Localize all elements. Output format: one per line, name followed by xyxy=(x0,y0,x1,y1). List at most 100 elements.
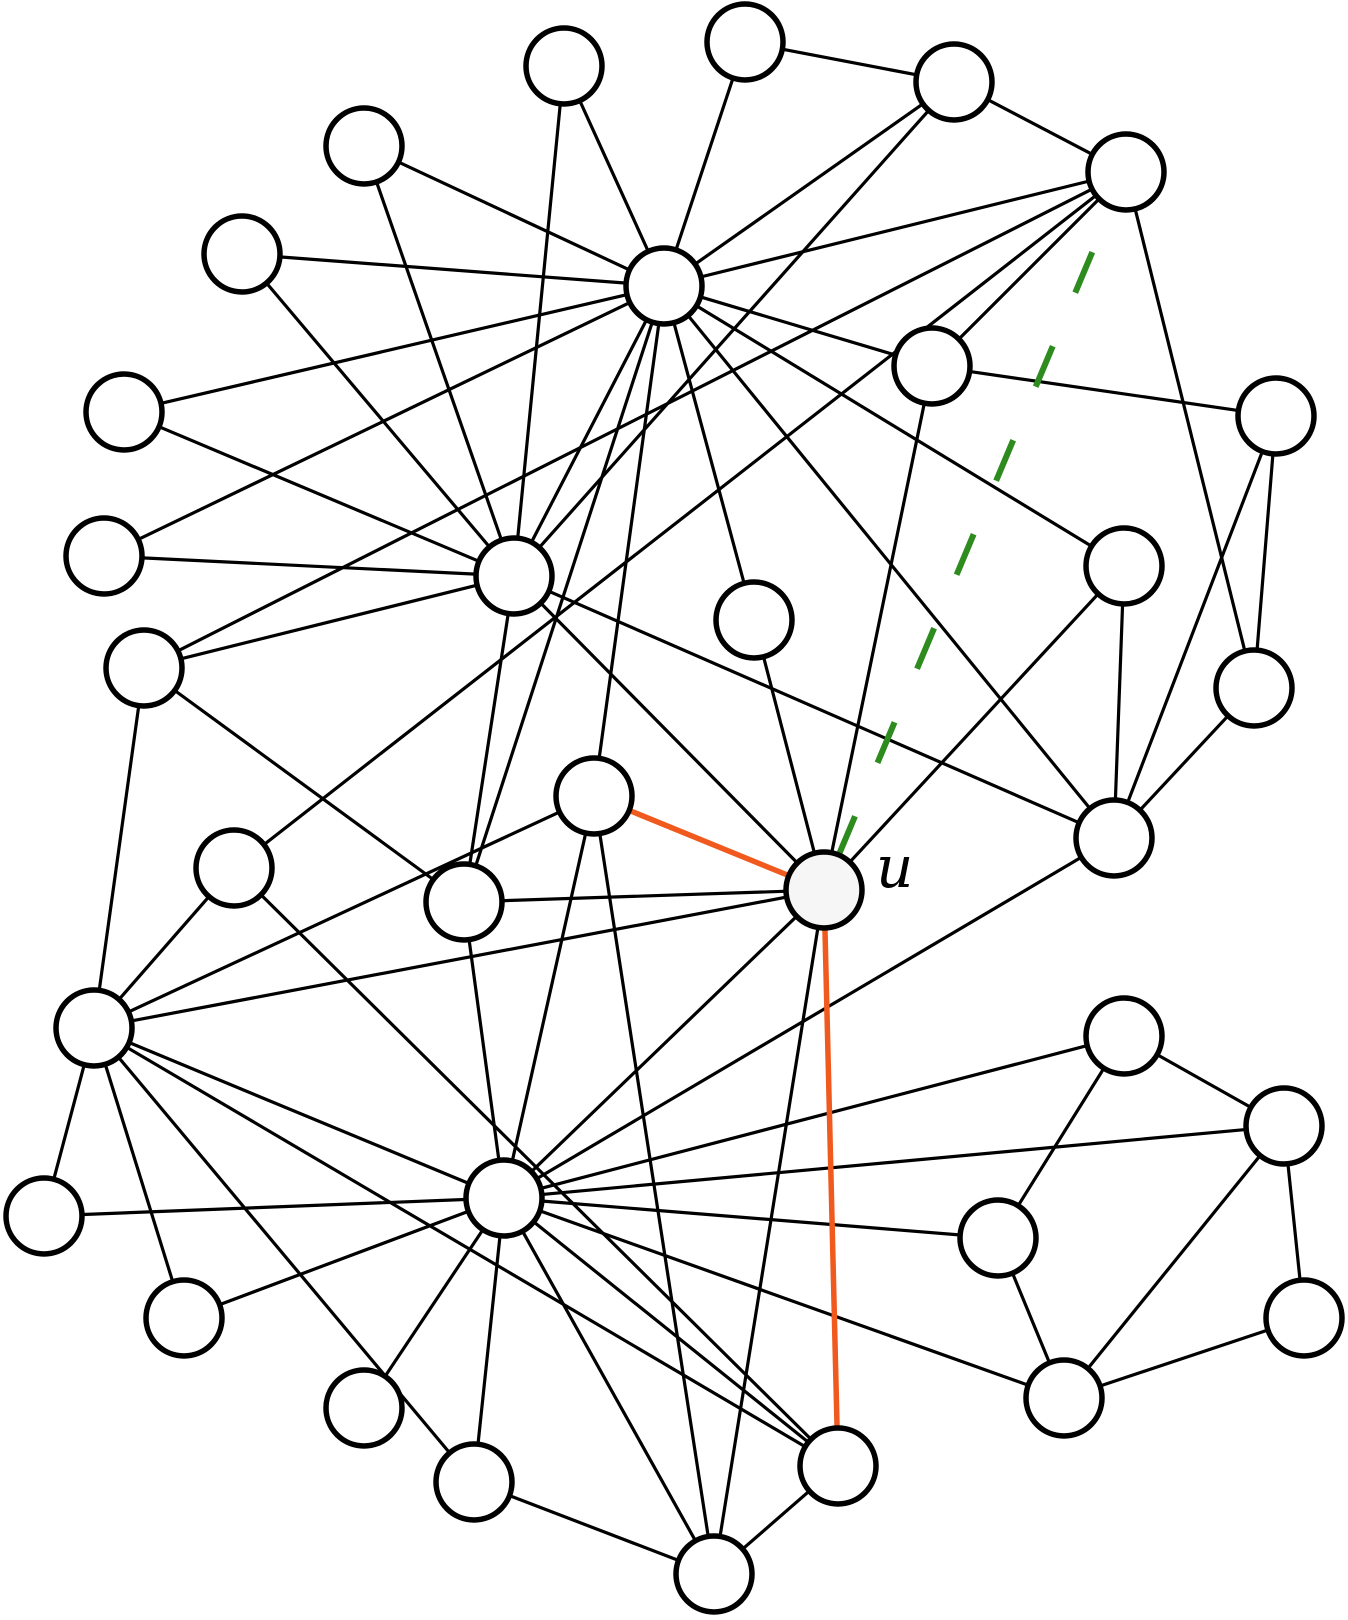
edge-X-AB xyxy=(1286,1161,1302,1283)
edge-T-H1 xyxy=(473,319,655,869)
edge-V-AA xyxy=(103,1061,175,1285)
node-label-u: u xyxy=(876,833,913,901)
edge-F-L xyxy=(264,280,492,550)
edge-C-E xyxy=(985,97,1095,157)
edge-H2-AD xyxy=(537,1208,1031,1388)
edge-U-H2 xyxy=(528,913,800,1175)
edge-L-U xyxy=(538,600,800,866)
edge-C-H1 xyxy=(692,101,926,267)
node-X xyxy=(1243,1085,1325,1167)
edge-M-U xyxy=(847,591,1101,865)
edge-B-H1 xyxy=(673,75,736,253)
node-Y xyxy=(3,1175,85,1257)
edge-L-T xyxy=(467,611,511,867)
edge-L-H1 xyxy=(529,317,649,545)
edge-D-H1 xyxy=(395,159,633,273)
node-C xyxy=(913,41,995,123)
edge-J-P2 xyxy=(1255,451,1275,653)
edge-Z-AD xyxy=(1010,1270,1052,1366)
edge-L-S xyxy=(546,588,1082,826)
nodes-layer xyxy=(3,1,1345,1615)
edge-V-R1 xyxy=(116,894,212,1002)
edge-S-H2 xyxy=(534,854,1084,1182)
node-AF xyxy=(797,1425,879,1507)
edge-K-L xyxy=(139,556,479,576)
node-AE xyxy=(433,1441,515,1523)
edge-E-H1 xyxy=(698,179,1092,279)
edge-H2-AC xyxy=(382,1227,486,1379)
node-P2 xyxy=(1213,647,1295,729)
edge-W-X xyxy=(1154,1052,1254,1110)
edge-E-G xyxy=(956,196,1102,342)
edge-I-L xyxy=(156,424,482,564)
node-Z xyxy=(957,1197,1039,1279)
node-AC xyxy=(323,1367,405,1449)
edge-H2-W xyxy=(538,1043,1090,1191)
edge-M-S xyxy=(1113,601,1125,803)
edge-AD-AB xyxy=(1097,1327,1271,1389)
edge-P2-S xyxy=(1137,713,1231,813)
node-H2 xyxy=(463,1157,545,1239)
node-H1 xyxy=(623,245,705,327)
dashed-edge xyxy=(835,204,1115,858)
edge-AF-AG xyxy=(740,1488,812,1552)
edge-F-H1 xyxy=(277,255,629,285)
node-I xyxy=(83,371,165,453)
edge-H2-AA xyxy=(217,1209,471,1307)
edge-G-H1 xyxy=(698,294,898,358)
edge-G-U xyxy=(829,400,927,856)
edge-N-U xyxy=(761,654,817,856)
highlighted-edges-layer xyxy=(626,204,1115,1431)
highlighted-edge-2 xyxy=(822,925,840,1431)
edge-Q-H2 xyxy=(510,830,588,1164)
edge-H2-Z xyxy=(539,1199,963,1237)
edge-Q-H1 xyxy=(597,321,661,761)
node-E xyxy=(1085,131,1167,213)
node-F xyxy=(201,213,283,295)
node-T xyxy=(423,861,505,943)
edge-N-H1 xyxy=(671,320,747,586)
node-L xyxy=(473,535,555,617)
node-R1 xyxy=(193,827,275,909)
edge-M-H1 xyxy=(693,303,1095,549)
node-AG xyxy=(673,1533,755,1615)
edge-T-U xyxy=(499,889,789,903)
edge-U-AG xyxy=(718,925,820,1539)
node-B xyxy=(704,1,786,83)
node-D xyxy=(323,105,405,187)
edge-O-E xyxy=(175,186,1095,654)
edge-A-H1 xyxy=(577,98,651,254)
edge-H2-AE xyxy=(476,1233,502,1447)
edge-V-Y xyxy=(51,1062,87,1182)
edge-H2-AG xyxy=(520,1228,698,1544)
node-M xyxy=(1083,525,1165,607)
node-O xyxy=(103,627,185,709)
edge-J-S xyxy=(1125,449,1265,805)
edge-A-L xyxy=(515,101,563,541)
node-S xyxy=(1073,797,1155,879)
node-K xyxy=(63,515,145,597)
node-u xyxy=(783,849,865,931)
node-AB xyxy=(1263,1277,1345,1359)
node-Q xyxy=(553,755,635,837)
edge-I-H1 xyxy=(158,292,630,406)
edge-B-C xyxy=(780,47,919,77)
edge-O-T xyxy=(172,687,436,883)
node-W xyxy=(1083,995,1165,1077)
edge-R1-E xyxy=(261,192,1099,848)
node-G xyxy=(891,325,973,407)
edge-D-L xyxy=(374,179,504,543)
edge-H2-Y xyxy=(79,1197,469,1217)
edges-layer xyxy=(51,47,1302,1563)
edge-T-H2 xyxy=(467,937,501,1163)
edge-G-J xyxy=(967,369,1241,413)
edge-Q-V xyxy=(125,809,563,1015)
node-A xyxy=(523,25,605,107)
edge-V-H2 xyxy=(126,1040,472,1186)
node-J xyxy=(1235,375,1317,457)
edge-O-L xyxy=(178,583,480,661)
node-V xyxy=(53,987,135,1069)
node-AA xyxy=(143,1277,225,1359)
edge-C-L xyxy=(536,107,932,551)
